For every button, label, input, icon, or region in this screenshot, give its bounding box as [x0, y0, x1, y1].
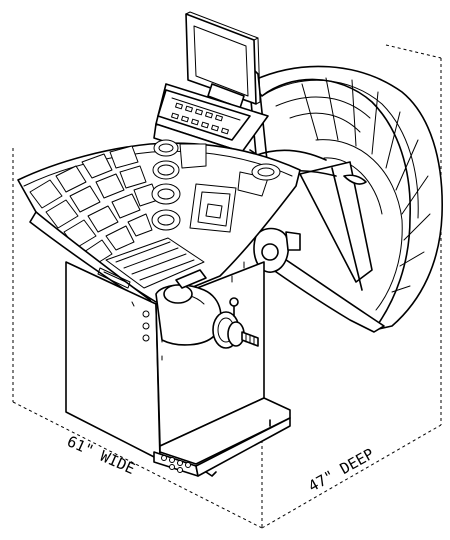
base-foot-pedal — [153, 397, 291, 477]
depth-dimension-label: 47" DEEP — [305, 445, 377, 496]
weight-tray — [17, 139, 301, 311]
cabinet-body — [65, 261, 265, 461]
wheel-guard-hood — [249, 65, 443, 333]
